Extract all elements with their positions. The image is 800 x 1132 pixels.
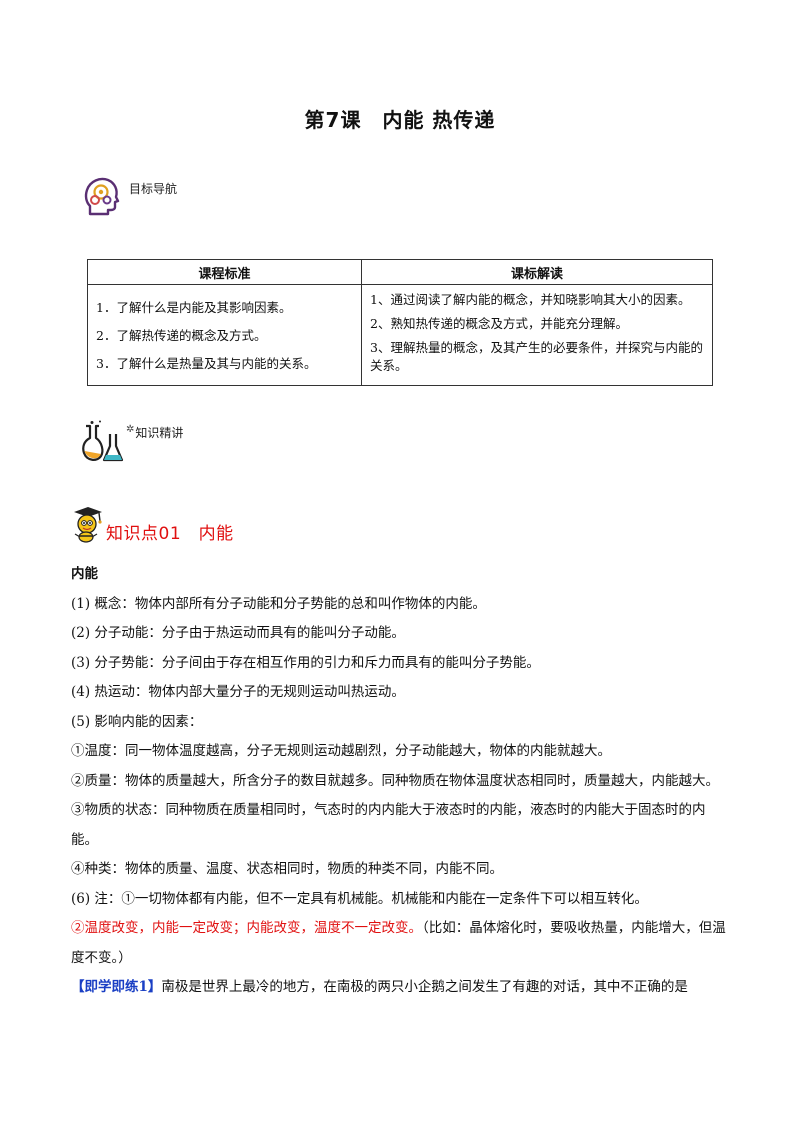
content-line: ①温度：同一物体温度越高，分子无规则运动越剧烈，分子动能越大，物体的内能就越大。 xyxy=(71,743,611,759)
content-line: (2) 分子动能：分子由于热运动而具有的能叫分子动能。 xyxy=(71,625,405,641)
head-gears-icon xyxy=(84,176,120,222)
standard-item: 3．了解什么是热量及其与内能的关系。 xyxy=(96,356,317,371)
content-heading: 内能 xyxy=(71,566,98,582)
content-line: (1) 概念：物体内部所有分子动能和分子势能的总和叫作物体的内能。 xyxy=(71,595,486,612)
content-line: (3) 分子势能：分子间由于存在相互作用的引力和斥力而具有的能叫分子势能。 xyxy=(71,654,540,671)
content-line: ②质量：物体的质量越大，所含分子的数目就越多。同种物质在物体温度状态相同时，质量… xyxy=(71,772,719,789)
content-body: 内能 (1) 概念：物体内部所有分子动能和分子势能的总和叫作物体的内能。 (2)… xyxy=(71,560,731,1003)
knowledge-point-heading: 知识点01 内能 xyxy=(70,504,234,548)
content-line: (6) 注：①一切物体都有内能，但不一定具有机械能。机械能和内能在一定条件下可以… xyxy=(71,890,648,907)
knowledge-point-title: 知识点01 内能 xyxy=(106,524,234,544)
content-line: (5) 影响内能的因素： xyxy=(71,713,203,730)
interpretation-item: 2、熟知热传递的概念及方式，并能充分理解。 xyxy=(370,316,628,331)
lab-flasks-icon xyxy=(80,420,126,470)
table-row: 1．了解什么是内能及其影响因素。 2．了解热传递的概念及方式。 3．了解什么是热… xyxy=(87,284,713,386)
content-note: ②温度改变，内能一定改变；内能改变，温度不一定改变。（比如：晶体熔化时，要吸收热… xyxy=(71,914,731,973)
content-line: (4) 热运动：物体内部大量分子的无规则运动叫热运动。 xyxy=(71,684,405,700)
page-title: 第7课 内能 热传递 xyxy=(304,108,496,132)
knowledge-section: ✲ 知识精讲 xyxy=(80,420,183,470)
note-red-text: ②温度改变，内能一定改变；内能改变，温度不一定改变。 xyxy=(71,920,422,936)
bee-mascot-icon xyxy=(70,504,104,548)
exercise-text: 南极是世界上最冷的地方，在南极的两只小企鹅之间发生了有趣的对话，其中不正确的是 xyxy=(161,979,688,995)
interpretation-cell: 1、通过阅读了解内能的概念，并知晓影响其大小的因素。 2、熟知热传递的概念及方式… xyxy=(361,284,713,386)
table-header-standard: 课程标准 xyxy=(87,259,362,285)
table-header-interpretation: 课标解读 xyxy=(361,259,713,285)
table-header-row: 课程标准 课标解读 xyxy=(87,259,713,285)
interpretation-item: 3、理解热量的概念，及其产生的必要条件，并探究与内能的关系。 xyxy=(370,340,703,373)
note-rest-text: （比如：晶体熔化时，要吸收热量，内能增大，但温度不变。） xyxy=(71,920,726,966)
knowledge-label: 知识精讲 xyxy=(135,426,184,440)
content-line: ③物质的状态：同种物质在质量相同时，气态时的内内能大于液态时的内能，液态时的内能… xyxy=(71,802,706,848)
exercise-line: 【即学即练1】南极是世界上最冷的地方，在南极的两只小企鹅之间发生了有趣的对话，其… xyxy=(71,973,731,1003)
content-line: ④种类：物体的质量、温度、状态相同时，物质的种类不同，内能不同。 xyxy=(71,861,503,877)
standard-cell: 1．了解什么是内能及其影响因素。 2．了解热传递的概念及方式。 3．了解什么是热… xyxy=(87,284,362,386)
exercise-tag: 【即学即练1】 xyxy=(71,979,162,995)
sparkle-icon: ✲ xyxy=(126,424,135,435)
curriculum-table: 课程标准 课标解读 1．了解什么是内能及其影响因素。 2．了解热传递的概念及方式… xyxy=(87,259,713,386)
standard-item: 1．了解什么是内能及其影响因素。 xyxy=(96,300,292,315)
standard-item: 2．了解热传递的概念及方式。 xyxy=(96,328,267,343)
goal-nav-section: 目标导航 xyxy=(84,176,177,222)
interpretation-item: 1、通过阅读了解内能的概念，并知晓影响其大小的因素。 xyxy=(370,292,691,307)
goal-nav-label: 目标导航 xyxy=(129,182,178,196)
